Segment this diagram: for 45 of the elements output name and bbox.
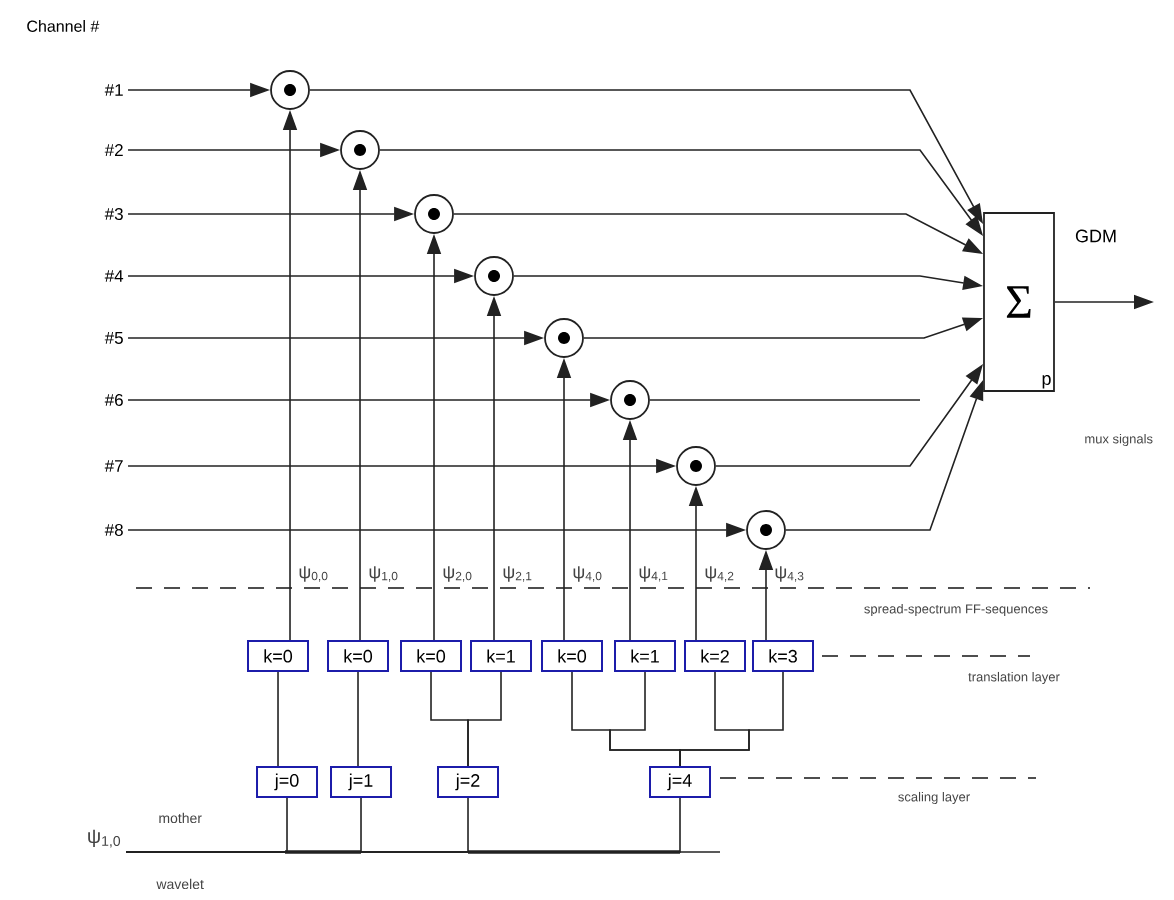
signal-label: ψ$_{2,0}$	[443, 566, 472, 582]
multiplier-circle	[544, 318, 584, 358]
signal-label: ψ$_{4,2}$	[705, 566, 734, 582]
scaling-box: j=4	[649, 766, 711, 798]
edge-label: GDM	[1075, 229, 1116, 243]
signal-label: ψ$_{4,0}$	[573, 566, 602, 582]
channel-label: #4	[104, 270, 124, 282]
multiplier-circle	[746, 510, 786, 550]
channel-label: #8	[104, 524, 123, 536]
channel-label: #6	[104, 394, 123, 406]
scaling-box: j=0	[256, 766, 318, 798]
translation-box: k=0	[327, 640, 389, 672]
scaling-box: j=2	[437, 766, 499, 798]
multiplier-circle	[270, 70, 310, 110]
multiplier-circle	[340, 130, 380, 170]
connector-line	[679, 671, 784, 767]
multiplier-circle	[676, 446, 716, 486]
connector-line	[649, 399, 921, 401]
translation-box: k=3	[752, 640, 814, 672]
translation-box: k=2	[684, 640, 746, 672]
signal-label: ψ$_{1,0}$	[369, 566, 398, 582]
channel-label: #5	[104, 332, 123, 344]
signal-label: ψ$_{2,1}$	[503, 566, 532, 582]
signal-label: ψ$_{4,1}$	[639, 566, 668, 582]
summation-box: Σ p	[983, 212, 1055, 392]
channel-label: #7	[104, 460, 123, 472]
multiplier-circle	[414, 194, 454, 234]
connector-line	[467, 671, 502, 767]
signal-label: ψ$_{4,3}$	[775, 566, 804, 582]
translation-box: k=0	[541, 640, 603, 672]
translation-box: k=0	[400, 640, 462, 672]
scaling-box: j=1	[330, 766, 392, 798]
axis-title: Channel #	[27, 20, 100, 32]
translation-box: k=1	[614, 640, 676, 672]
connector-line	[357, 671, 359, 767]
connector-line	[277, 671, 279, 767]
connector-line	[125, 797, 681, 853]
channel-label: #3	[104, 208, 123, 220]
multiplier-circle	[610, 380, 650, 420]
multiplier-circle	[474, 256, 514, 296]
translation-box: k=1	[470, 640, 532, 672]
translation-box: k=0	[247, 640, 309, 672]
signal-label: ψ$_{0,0}$	[299, 566, 328, 582]
channel-label: #2	[104, 144, 123, 156]
channel-label: #1	[104, 84, 123, 96]
